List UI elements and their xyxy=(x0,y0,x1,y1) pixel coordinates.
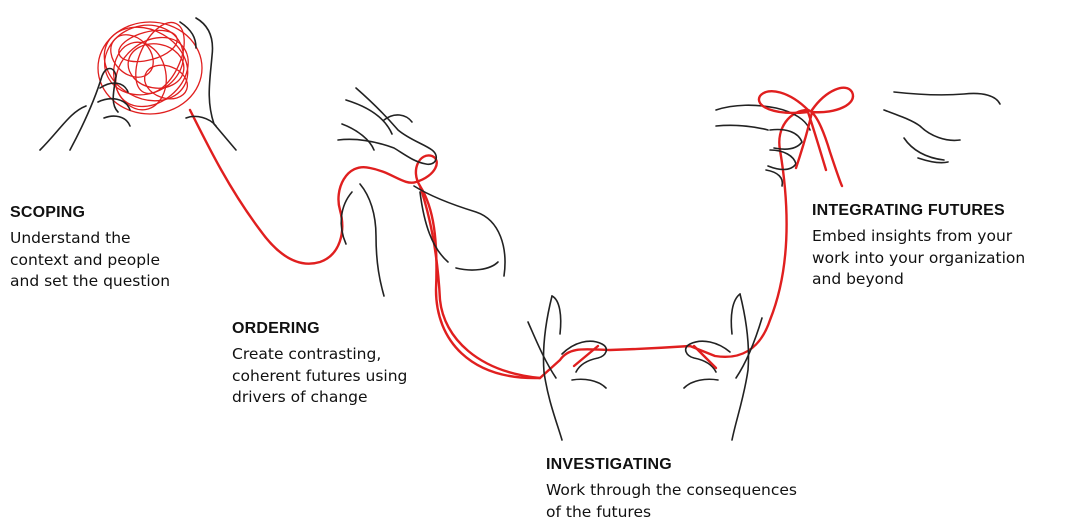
stage-description: Embed insights from your work into your … xyxy=(812,226,1025,291)
stage-description-line: Understand the xyxy=(10,228,170,250)
hands-tying-bow-icon xyxy=(716,88,1000,186)
stage-description-line: context and people xyxy=(10,250,170,272)
stage-title: INVESTIGATING xyxy=(546,456,797,474)
stage-description-line: of the futures xyxy=(546,502,797,524)
stage-title: ORDERING xyxy=(232,320,407,338)
stage-title: INTEGRATING FUTURES xyxy=(812,202,1025,220)
stage-description-line: drivers of change xyxy=(232,387,407,409)
stage-integrating: INTEGRATING FUTURES Embed insights from … xyxy=(812,202,1025,291)
stage-description-line: Embed insights from your xyxy=(812,226,1025,248)
stage-description-line: and set the question xyxy=(10,271,170,293)
stage-description-line: coherent futures using xyxy=(232,366,407,388)
thread-ball xyxy=(91,13,202,121)
stage-description-line: and beyond xyxy=(812,269,1025,291)
stage-title: SCOPING xyxy=(10,204,170,222)
stage-description: Work through the consequences of the fut… xyxy=(546,480,797,523)
stage-description: Create contrasting, coherent futures usi… xyxy=(232,344,407,409)
stage-scoping: SCOPING Understand the context and peopl… xyxy=(10,204,170,293)
stage-investigating: INVESTIGATING Work through the consequen… xyxy=(546,456,797,523)
red-thread-return xyxy=(420,186,540,378)
stage-description: Understand the context and people and se… xyxy=(10,228,170,293)
stage-ordering: ORDERING Create contrasting, coherent fu… xyxy=(232,320,407,409)
stage-description-line: work into your organization xyxy=(812,248,1025,270)
stage-description-line: Work through the consequences xyxy=(546,480,797,502)
stage-description-line: Create contrasting, xyxy=(232,344,407,366)
hands-stretching-thread-icon xyxy=(528,294,762,440)
